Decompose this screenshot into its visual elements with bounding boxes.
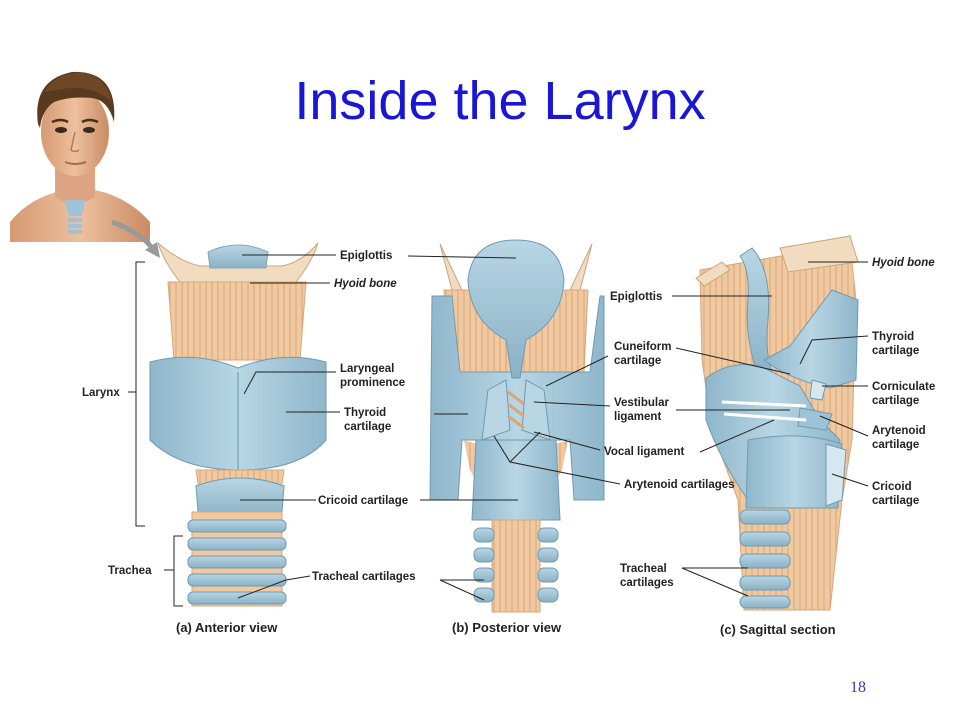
leader-lines xyxy=(237,254,869,601)
sagittal-view xyxy=(695,235,859,611)
label-trachea: Trachea xyxy=(108,565,152,577)
label-vestibular-ligament-2: ligament xyxy=(614,411,661,423)
caption-sagittal-section: (c) Sagittal section xyxy=(720,622,836,637)
label-laryngeal-prominence-2: prominence xyxy=(340,377,405,389)
label-epiglottis-anterior: Epiglottis xyxy=(340,250,392,262)
label-cricoid-cartilage-sagittal-1: Cricoid xyxy=(872,481,912,493)
label-arytenoid-cartilage-2: cartilage xyxy=(872,439,919,451)
label-cuneiform-cartilage-1: Cuneiform xyxy=(614,341,672,353)
label-hyoid-bone-sagittal: Hyoid bone xyxy=(872,257,935,269)
label-larynx: Larynx xyxy=(82,387,120,399)
label-cuneiform-cartilage-2: cartilage xyxy=(614,355,661,367)
label-epiglottis-sagittal: Epiglottis xyxy=(610,291,662,303)
posterior-view xyxy=(429,239,605,613)
label-tracheal-cartilages-sagittal-1: Tracheal xyxy=(620,563,667,575)
label-vestibular-ligament-1: Vestibular xyxy=(614,397,669,409)
label-hyoid-bone-anterior: Hyoid bone xyxy=(334,278,397,290)
label-corniculate-cartilage-1: Corniculate xyxy=(872,381,935,393)
caption-anterior-view: (a) Anterior view xyxy=(176,620,278,635)
label-cricoid-cartilage-anterior: Cricoid cartilage xyxy=(318,495,408,507)
label-tracheal-cartilages-anterior: Tracheal cartilages xyxy=(312,571,416,583)
label-cricoid-cartilage-sagittal-2: cartilage xyxy=(872,495,919,507)
label-thyroid-cartilage-sagittal-1: Thyroid xyxy=(872,331,914,343)
label-thyroid-cartilage-anterior-2: cartilage xyxy=(344,421,391,433)
portrait-image xyxy=(10,71,150,242)
larynx-bracket xyxy=(128,261,145,527)
label-tracheal-cartilages-sagittal-2: cartilages xyxy=(620,577,674,589)
label-arytenoid-cartilages: Arytenoid cartilages xyxy=(624,479,735,491)
page-number: 18 xyxy=(850,679,866,696)
label-vocal-ligament: Vocal ligament xyxy=(604,446,684,458)
label-corniculate-cartilage-2: cartilage xyxy=(872,395,919,407)
label-thyroid-cartilage-anterior-1: Thyroid xyxy=(344,407,386,419)
label-laryngeal-prominence-1: Laryngeal xyxy=(340,363,394,375)
slide-title: Inside the Larynx xyxy=(294,71,706,131)
anterior-view xyxy=(149,241,327,607)
caption-posterior-view: (b) Posterior view xyxy=(452,620,562,635)
trachea-bracket xyxy=(164,535,183,607)
label-thyroid-cartilage-sagittal-2: cartilage xyxy=(872,345,919,357)
label-arytenoid-cartilage-1: Arytenoid xyxy=(872,425,926,437)
